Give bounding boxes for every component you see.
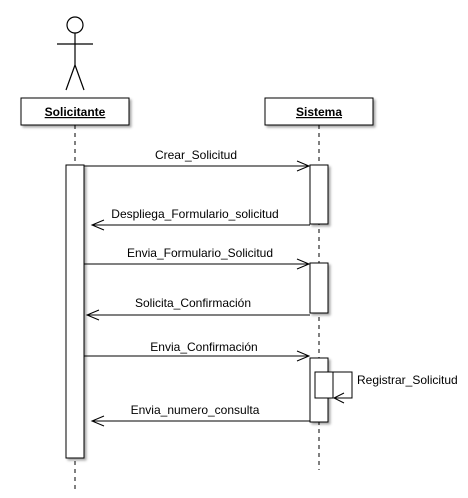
message-label: Envia_Confirmación [150,340,257,354]
message-crear-solicitud: Crear_Solicitud [84,148,311,172]
participant-solicitante: Solicitante [20,97,130,126]
message-registrar-solicitud: Registrar_Solicitud [328,371,458,404]
activation-sistema-self [314,371,334,399]
message-label: Despliega_Formulario_solicitud [111,207,278,221]
activation-sistema-2 [309,262,329,314]
participant-sistema: Sistema [264,97,374,126]
participant-sistema-label: Sistema [296,105,342,119]
activation-sistema-1 [309,164,329,225]
message-label: Envia_Formulario_Solicitud [127,246,273,260]
message-envia-numero-consulta: Envia_numero_consulta [90,403,310,427]
actor-icon [57,16,93,91]
activation-solicitante [65,164,85,459]
message-despliega-formulario: Despliega_Formulario_solicitud [90,207,310,231]
message-solicita-confirmacion: Solicita_Confirmación [85,296,310,321]
message-envia-confirmacion: Envia_Confirmación [84,340,311,362]
message-envia-formulario: Envia_Formulario_Solicitud [84,246,311,270]
message-label: Envia_numero_consulta [131,403,260,417]
message-label: Registrar_Solicitud [357,373,458,387]
participant-solicitante-label: Solicitante [45,105,106,119]
message-label: Solicita_Confirmación [135,296,251,310]
message-label: Crear_Solicitud [155,148,237,162]
